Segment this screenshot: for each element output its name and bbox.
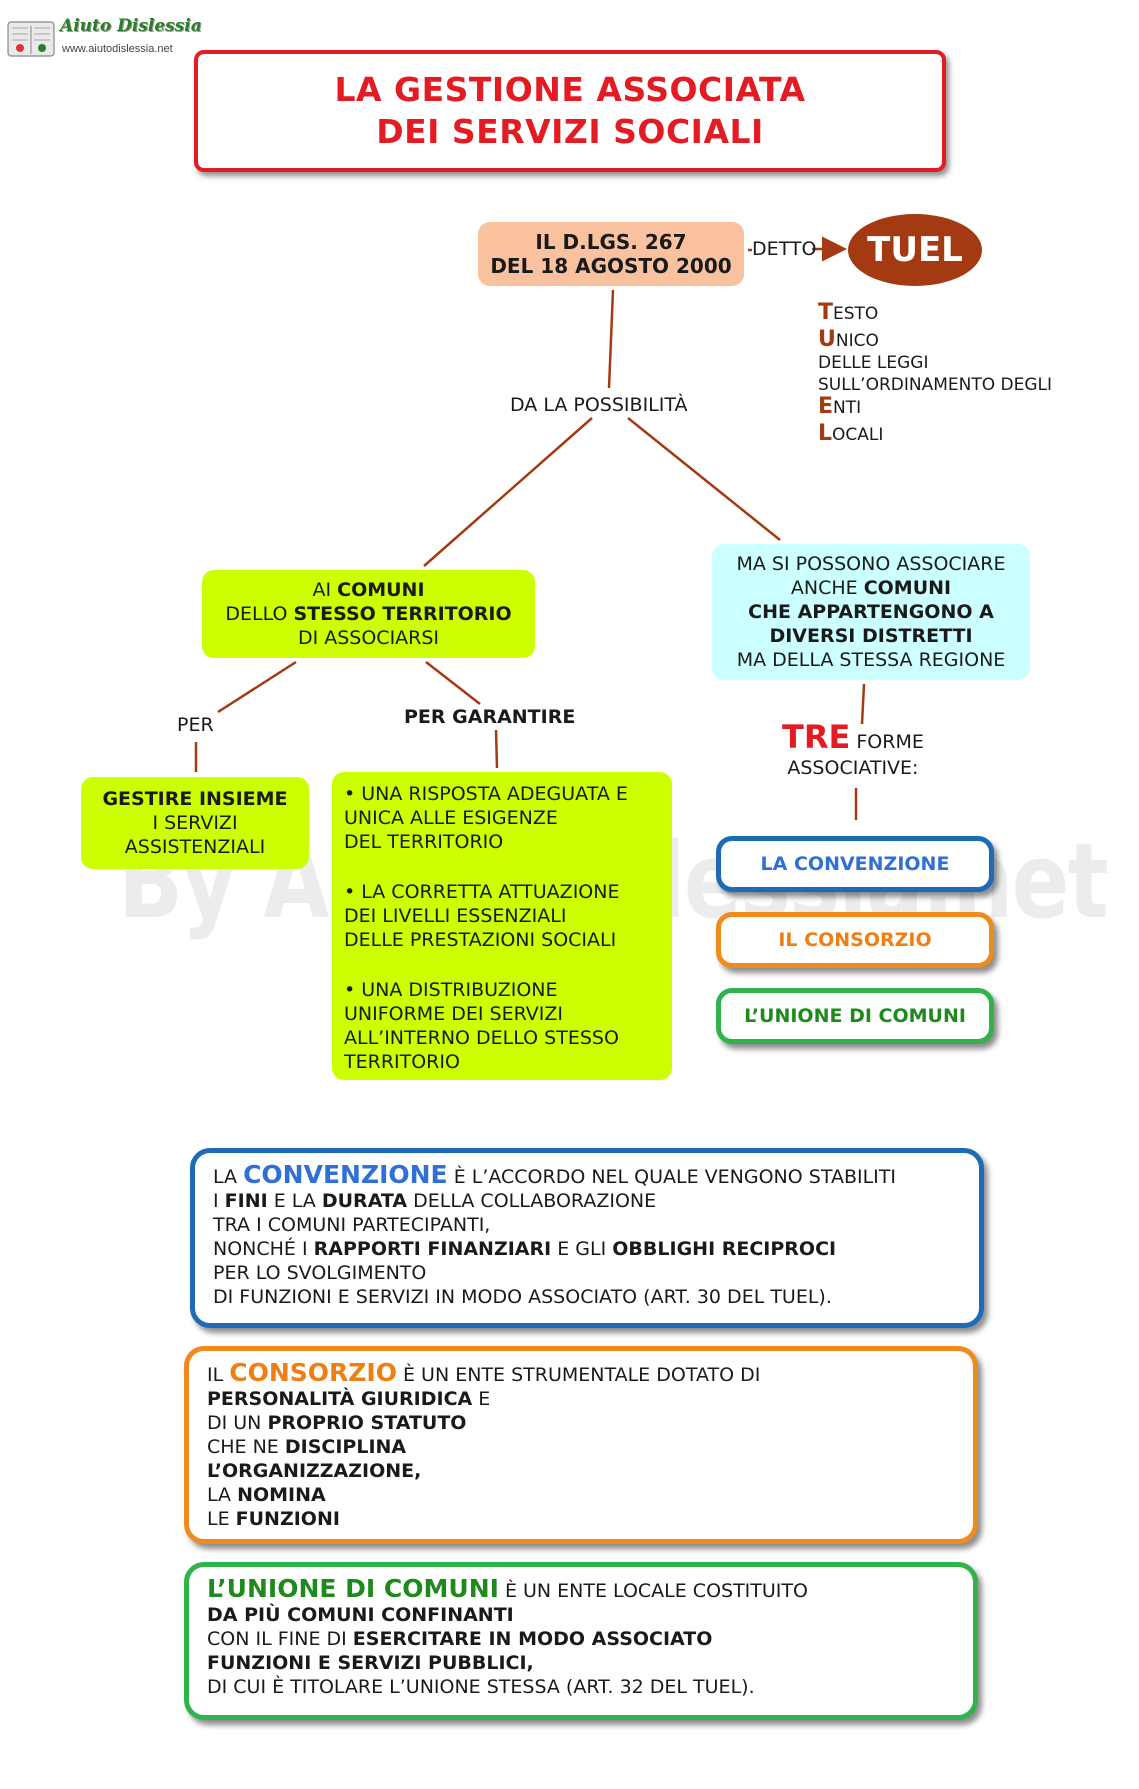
def-line: L’ORGANIZZAZIONE, [207,1460,422,1482]
tuel-node: TUEL [848,214,982,286]
acronym-line: SULL’ORDINAMENTO DEGLI [818,375,1053,395]
def-line: DI CUI È TITOLARE L’UNIONE STESSA (ART. … [207,1676,755,1698]
tuel-acronym: TESTO UNICO DELLE LEGGI SULL’ORDINAMENTO… [818,302,1052,446]
gestire-line-2: I SERVIZI [152,812,238,834]
possibilita-label: DA LA POSSIBILITÀ [510,394,688,416]
def-line: LE FUNZIONI [207,1508,340,1530]
comuni-node: AI COMUNI DELLO STESSO TERRITORIO DI ASS… [202,570,535,658]
tre-forme-label: TRE FORME ASSOCIATIVE: [782,721,924,781]
assoc-line-2: ANCHE COMUNI [790,577,952,599]
form-unione: L’UNIONE DI COMUNI [716,988,994,1044]
def-line: I FINI E LA DURATA DELLA COLLABORAZIONE [213,1190,657,1212]
garantire-item: • UNA RISPOSTA ADEGUATA E UNICA ALLE ESI… [344,783,628,853]
garantire-node: • UNA RISPOSTA ADEGUATA E UNICA ALLE ESI… [332,772,672,1080]
gestire-node: GESTIRE INSIEME I SERVIZI ASSISTENZIALI [81,777,309,869]
def-line: DA PIÙ COMUNI CONFINANTI [207,1604,514,1626]
def-line: CON IL FINE DI ESERCITARE IN MODO ASSOCI… [207,1628,713,1650]
dlgs-line-2: DEL 18 AGOSTO 2000 [490,254,732,278]
assoc-line-3: CHE APPARTENGONO A [748,601,994,623]
definition-consorzio: IL CONSORZIO È UN ENTE STRUMENTALE DOTAT… [184,1346,978,1544]
def-line: PERSONALITÀ GIURIDICA E [207,1388,491,1410]
def-line: L’UNIONE DI COMUNI È UN ENTE LOCALE COST… [207,1574,808,1603]
per-garantire-label: PER GARANTIRE [404,706,576,728]
assoc-line-5: MA DELLA STESSA REGIONE [736,649,1006,671]
def-line: PER LO SVOLGIMENTO [213,1262,427,1284]
page-title: LA GESTIONE ASSOCIATA DEI SERVIZI SOCIAL… [194,50,946,172]
acronym-line: ENTI [818,394,862,419]
acronym-line: DELLE LEGGI [818,353,929,373]
title-line-1: LA GESTIONE ASSOCIATA [334,70,806,109]
dlgs-line-1: IL D.LGS. 267 [535,230,687,254]
definition-convenzione: LA CONVENZIONE È L’ACCORDO NEL QUALE VEN… [190,1148,984,1328]
def-line: FUNZIONI E SERVIZI PUBBLICI, [207,1652,534,1674]
detto-label: DETTO [752,238,817,260]
assoc-line-1: MA SI POSSONO ASSOCIARE [736,553,1006,575]
def-line: CHE NE DISCIPLINA [207,1436,407,1458]
title-line-2: DEI SERVIZI SOCIALI [376,112,764,151]
def-line: LA CONVENZIONE È L’ACCORDO NEL QUALE VEN… [213,1160,896,1189]
comuni-line-2: DELLO STESSO TERRITORIO [225,603,512,625]
gestire-line-3: ASSISTENZIALI [124,836,266,858]
per-label: PER [177,714,214,736]
acronym-line: UNICO [818,327,879,352]
acronym-line: LOCALI [818,421,884,446]
assoc-line-4: DIVERSI DISTRETTI [769,625,973,647]
def-line: DI FUNZIONI E SERVIZI IN MODO ASSOCIATO … [213,1286,832,1308]
def-line: TRA I COMUNI PARTECIPANTI, [213,1214,491,1236]
def-line: LA NOMINA [207,1484,326,1506]
logo-brand: Aiuto Dislessia [60,16,202,36]
tre-line-2: ASSOCIATIVE: [787,757,919,779]
form-convenzione: LA CONVENZIONE [716,836,994,892]
gestire-line-1: GESTIRE INSIEME [102,788,288,810]
def-line: NONCHÉ I RAPPORTI FINANZIARI E GLI OBBLI… [213,1238,837,1260]
definition-unione: L’UNIONE DI COMUNI È UN ENTE LOCALE COST… [184,1562,978,1720]
logo[interactable]: Aiuto Dislessia www.aiutodislessia.net [6,16,202,60]
comuni-line-1: AI COMUNI [312,579,425,601]
acronym-line: TESTO [818,300,879,325]
def-line: DI UN PROPRIO STATUTO [207,1412,467,1434]
comuni-line-3: DI ASSOCIARSI [297,627,440,649]
tre-big: TRE [782,718,851,756]
tre-rest: FORME [856,731,924,753]
logo-site: www.aiutodislessia.net [62,43,173,55]
def-line: IL CONSORZIO È UN ENTE STRUMENTALE DOTAT… [207,1358,761,1387]
book-icon [7,21,55,57]
associare-node: MA SI POSSONO ASSOCIARE ANCHE COMUNI CHE… [712,544,1030,680]
form-consorzio: IL CONSORZIO [716,912,994,968]
dlgs-node: IL D.LGS. 267 DEL 18 AGOSTO 2000 [478,222,744,286]
